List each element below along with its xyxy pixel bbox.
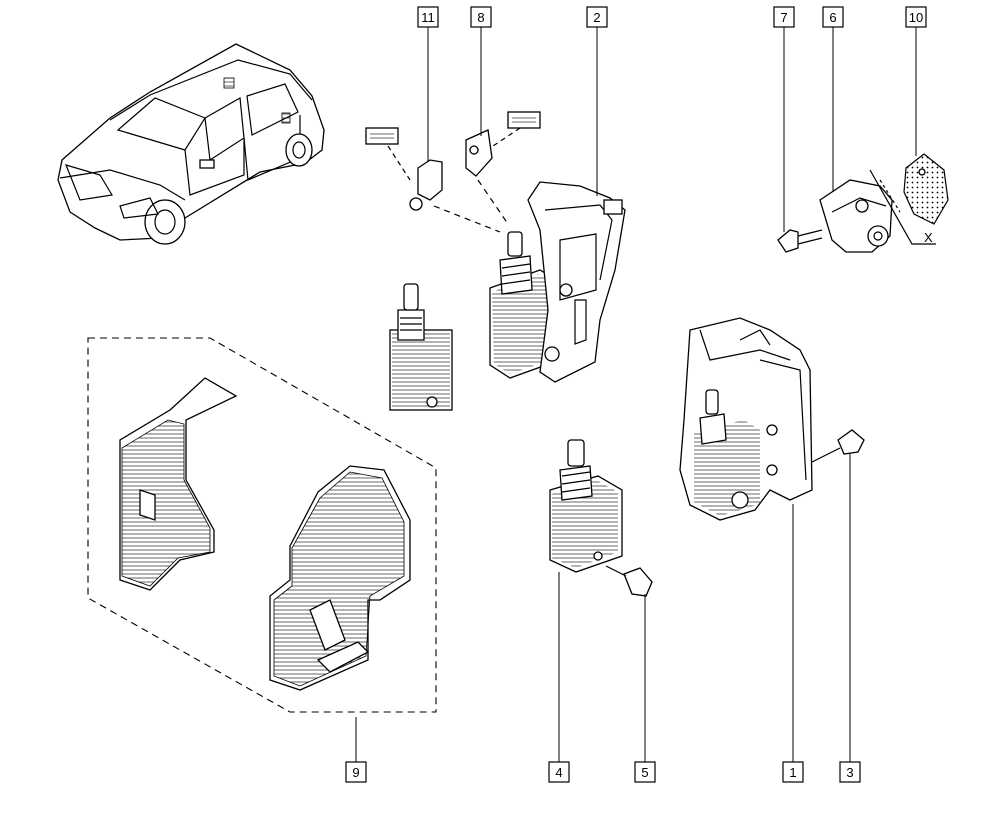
callout-10: 10: [905, 6, 927, 28]
callout-1-label: 1: [789, 765, 796, 780]
leader-lines: [355, 27, 917, 762]
callout-6-label: 6: [829, 10, 836, 25]
callout-5: 5: [634, 761, 656, 783]
callout-7: 7: [773, 6, 795, 28]
actuator-4: [549, 439, 623, 573]
car-illustration: [57, 43, 325, 245]
callout-11-label: 11: [421, 10, 435, 25]
callout-2: 2: [586, 6, 608, 28]
callout-8: 8: [470, 6, 492, 28]
callout-9: 9: [345, 761, 367, 783]
screw-5: [605, 565, 653, 597]
callout-3-label: 3: [846, 765, 853, 780]
cover-kit-group: [87, 337, 437, 713]
assembly-arrows: [387, 127, 521, 233]
callout-7-label: 7: [780, 10, 787, 25]
callout-11: 11: [417, 6, 439, 28]
callout-4: 4: [548, 761, 570, 783]
callout-8-label: 8: [477, 10, 484, 25]
actuator-loose: [389, 283, 453, 411]
cover-left: [119, 377, 238, 591]
callout-1: 1: [782, 761, 804, 783]
callout-2-label: 2: [593, 10, 600, 25]
screw-3: [811, 429, 865, 463]
screw-7: [777, 229, 823, 253]
callout-6: 6: [822, 6, 844, 28]
striker-6: [819, 179, 893, 253]
door-lock-1: [679, 317, 813, 521]
callout-9-label: 9: [352, 765, 359, 780]
section-x-label: X: [924, 230, 933, 245]
callout-4-label: 4: [555, 765, 562, 780]
clip-8: [465, 111, 541, 177]
clip-11: [365, 127, 443, 211]
plate-10: [869, 153, 949, 245]
callout-10-label: 10: [909, 10, 923, 25]
callout-5-label: 5: [641, 765, 648, 780]
cover-right: [269, 465, 411, 691]
main-lock-assembly: [489, 181, 626, 383]
callout-3: 3: [839, 761, 861, 783]
